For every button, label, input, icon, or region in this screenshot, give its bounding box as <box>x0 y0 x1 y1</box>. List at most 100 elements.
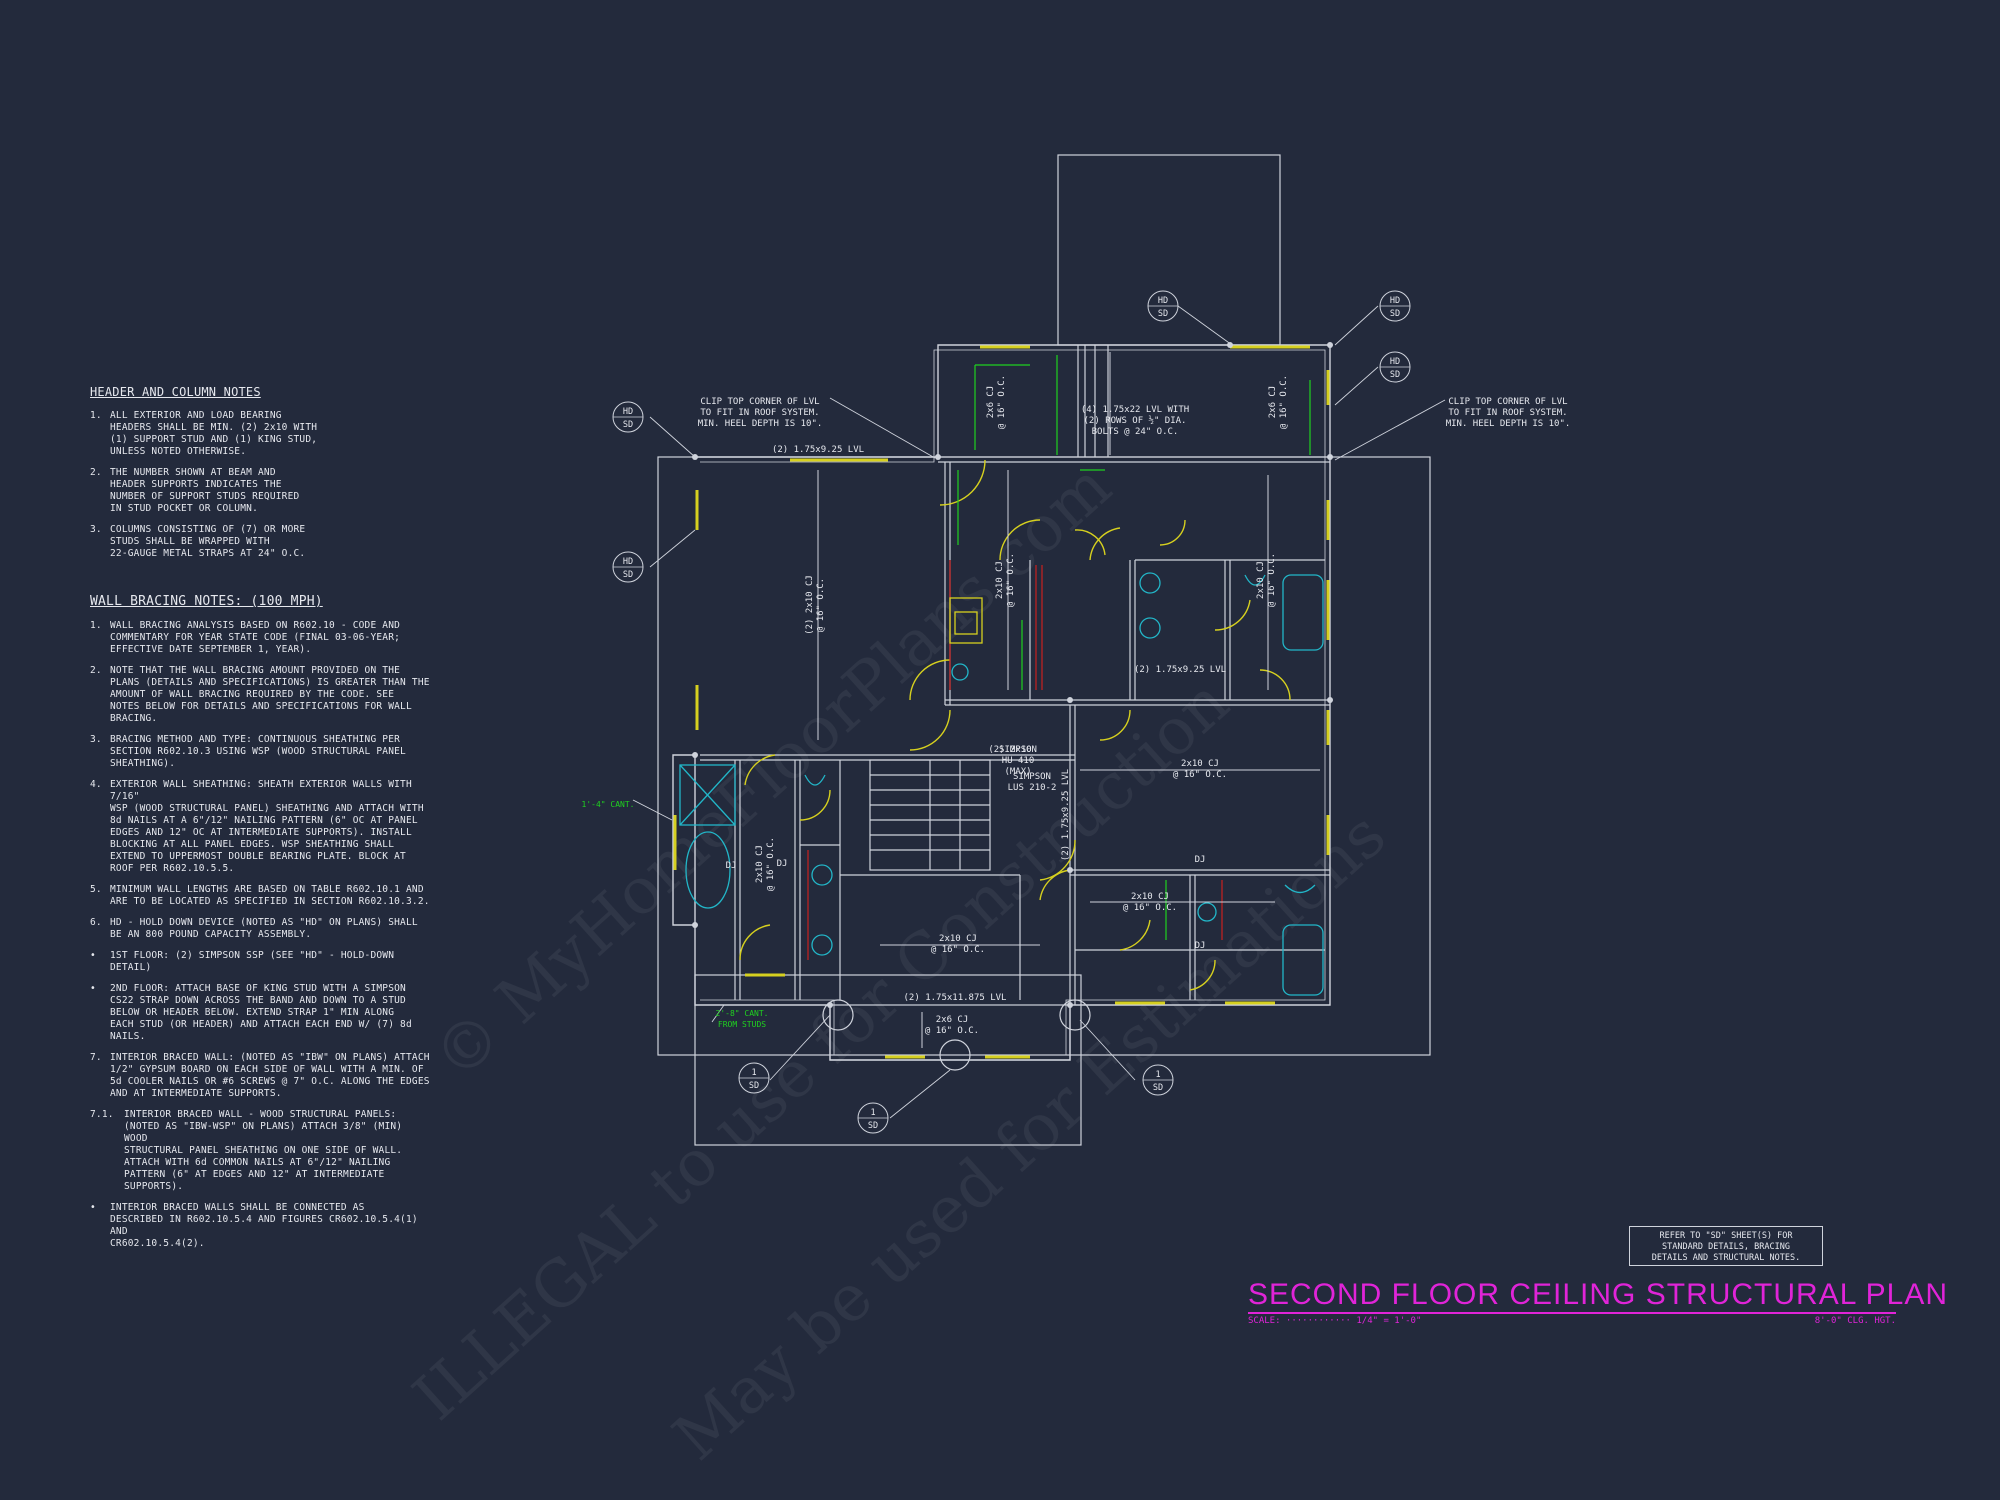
plan-label-cj-2x10-e: 2x10 CJ@ 16" O.C. <box>1173 759 1227 780</box>
header-note-item-text: COLUMNS CONSISTING OF (7) OR MORE STUDS … <box>110 524 306 559</box>
bracing-note-item-text: INTERIOR BRACED WALLS SHALL BE CONNECTED… <box>110 1202 418 1249</box>
tag-label: HD <box>1390 357 1400 367</box>
tag-label: 1 <box>870 1108 875 1118</box>
tag-label: SD <box>868 1121 878 1131</box>
plan-label-lvl-bottom: (2) 1.75x11.875 LVL <box>904 993 1007 1003</box>
tag-label: HD <box>623 407 633 417</box>
plan-label-cj-2x10-f: 2x10 CJ@ 16" O.C. <box>931 934 985 955</box>
plan-label-cj-2x10-c: 2x10 CJ@ 16" O.C. <box>995 553 1016 607</box>
tag-label: 1 <box>1155 1070 1160 1080</box>
tag-label: 1 <box>751 1068 756 1078</box>
bracing-note-item: • INTERIOR BRACED WALLS SHALL BE CONNECTE… <box>90 1202 430 1250</box>
bracing-note-item-number: 7. <box>90 1052 102 1063</box>
tag-label: HD <box>1390 296 1400 306</box>
plan-label-cj-2x10-g: 2x10 CJ@ 16" O.C. <box>1123 892 1177 913</box>
bracing-note-item-number: 6. <box>90 917 102 928</box>
wall-bracing-notes: WALL BRACING NOTES: (100 MPH) 1. WALL BRA… <box>90 594 430 1259</box>
ceiling-height: 8'-0" CLG. HGT. <box>1814 1316 1896 1326</box>
bracing-note-item: 3. BRACING METHOD AND TYPE: CONTINUOUS SH… <box>90 734 430 770</box>
bracing-note-item-number: 4. <box>90 779 102 790</box>
tag-label: SD <box>749 1081 759 1091</box>
header-note-item-text: ALL EXTERIOR AND LOAD BEARING HEADERS SH… <box>110 410 318 457</box>
sd-tag: 1SD <box>738 1062 770 1094</box>
plan-label-two-2x10: (2) 2x10 <box>988 745 1031 755</box>
header-column-notes: HEADER AND COLUMN NOTES 1. ALL EXTERIOR A… <box>90 386 430 569</box>
sheet-title: SECOND FLOOR CEILING STRUCTURAL PLAN <box>1248 1278 1947 1314</box>
header-note-item: 3. COLUMNS CONSISTING OF (7) OR MORE STUD… <box>90 524 430 560</box>
bracing-notes-title: WALL BRACING NOTES: (100 MPH) <box>90 594 323 609</box>
tag-label: SD <box>1390 309 1400 319</box>
bracing-note-item: 7. INTERIOR BRACED WALL: (NOTED AS "IBW" … <box>90 1052 430 1100</box>
bracing-note-item: 7.1. INTERIOR BRACED WALL - WOOD STRUCTUR… <box>90 1109 430 1193</box>
bracing-note-item-text: NOTE THAT THE WALL BRACING AMOUNT PROVID… <box>110 665 430 724</box>
bracing-note-item-number: • <box>90 983 96 994</box>
roof-outline-top <box>1057 154 1281 346</box>
bracing-note-item: 1. WALL BRACING ANALYSIS BASED ON R602.10… <box>90 620 430 656</box>
hd-tag: HD SD <box>612 401 644 433</box>
bracing-note-item-text: BRACING METHOD AND TYPE: CONTINUOUS SHEA… <box>110 734 406 769</box>
header-notes-title: HEADER AND COLUMN NOTES <box>90 385 261 399</box>
plan-label-cj-2x6-bottom: 2x6 CJ@ 16" O.C. <box>925 1015 979 1036</box>
header-note-item-number: 1. <box>90 410 102 421</box>
tag-label: SD <box>623 420 633 430</box>
header-note-item-number: 2. <box>90 467 102 478</box>
tag-label: SD <box>1153 1083 1163 1093</box>
plan-label-cj-2x10-left: (2) 2x10 CJ@ 16" O.C. <box>805 575 826 635</box>
bracing-note-item-text: WALL BRACING ANALYSIS BASED ON R602.10 -… <box>110 620 401 655</box>
bracing-note-item-number: 3. <box>90 734 102 745</box>
sd-tag: 1SD <box>857 1102 889 1134</box>
tag-label: HD <box>623 557 633 567</box>
bracing-note-item-text: EXTERIOR WALL SHEATHING: SHEATH EXTERIOR… <box>110 779 424 874</box>
plan-label-cj-2x6-a: 2x6 CJ@ 16" O.C. <box>986 375 1007 429</box>
plan-label-lvl-vertical: (2) 1.75x9.25 LVL <box>1061 769 1071 861</box>
bracing-note-item-text: INTERIOR BRACED WALL - WOOD STRUCTURAL P… <box>124 1109 403 1192</box>
header-note-item-text: THE NUMBER SHOWN AT BEAM AND HEADER SUPP… <box>110 467 300 514</box>
title-block: SECOND FLOOR CEILING STRUCTURAL PLAN SCA… <box>1248 1278 1947 1326</box>
roof-outline-bottom <box>694 974 1082 1146</box>
bracing-note-item-text: 1ST FLOOR: (2) SIMPSON SSP (SEE "HD" - H… <box>110 950 395 973</box>
plan-label-cj-2x10-d: 2x10 CJ@ 16" O.C. <box>1256 553 1277 607</box>
bracing-notes-list: 1. WALL BRACING ANALYSIS BASED ON R602.10… <box>90 620 430 1250</box>
plan-label-cant-1-4: 1'-4" CANT. <box>582 800 635 809</box>
tag-label: SD <box>623 570 633 580</box>
tag-label: SD <box>1158 309 1168 319</box>
header-note-item: 1. ALL EXTERIOR AND LOAD BEARING HEADERS … <box>90 410 430 458</box>
header-note-item: 2. THE NUMBER SHOWN AT BEAM AND HEADER SU… <box>90 467 430 515</box>
bracing-note-item-text: MINIMUM WALL LENGTHS ARE BASED ON TABLE … <box>110 884 430 907</box>
bracing-note-item: 2. NOTE THAT THE WALL BRACING AMOUNT PROV… <box>90 665 430 725</box>
plan-label-cj-2x10-h: 2x10 CJ@ 16" O.C. <box>755 837 776 891</box>
bracing-note-item-number: 5. <box>90 884 102 895</box>
bracing-note-item: • 1ST FLOOR: (2) SIMPSON SSP (SEE "HD" - … <box>90 950 430 974</box>
header-note-item-number: 3. <box>90 524 102 535</box>
hd-tag: HD SD <box>1379 290 1411 322</box>
bracing-note-item-text: 2ND FLOOR: ATTACH BASE OF KING STUD WITH… <box>110 983 412 1042</box>
plan-label-dj: DJ <box>1195 941 1206 951</box>
plan-label-lvl-center: (2) 1.75x9.25 LVL <box>1134 665 1226 675</box>
bracing-note-item: 6.HD - HOLD DOWN DEVICE (NOTED AS "HD" O… <box>90 917 430 941</box>
plan-label-cj-2x6-b: 2x6 CJ@ 16" O.C. <box>1268 375 1289 429</box>
header-notes-list: 1. ALL EXTERIOR AND LOAD BEARING HEADERS … <box>90 410 430 560</box>
hd-tag: HD SD <box>1379 351 1411 383</box>
sd-tag: 1SD <box>1142 1064 1174 1096</box>
hd-tag: HD SD <box>1147 290 1179 322</box>
bracing-note-item-number: 7.1. <box>90 1109 114 1120</box>
bracing-note-item: 4. EXTERIOR WALL SHEATHING: SHEATH EXTERI… <box>90 779 430 875</box>
bracing-note-item: 5. MINIMUM WALL LENGTHS ARE BASED ON TABL… <box>90 884 430 908</box>
sheet-scale: SCALE: ············ 1/4" = 1'-0" <box>1248 1316 1422 1326</box>
bracing-note-item-text: INTERIOR BRACED WALL: (NOTED AS "IBW" ON… <box>110 1052 430 1099</box>
tag-label: HD <box>1158 296 1168 306</box>
bracing-note-item-number: • <box>90 1202 96 1213</box>
bracing-note-item-number: • <box>90 950 96 961</box>
plan-label-cant-2-8: 2'-8" CANT.FROM STUDS <box>716 1009 769 1029</box>
hd-tag: HD SD <box>612 551 644 583</box>
tag-label: SD <box>1390 370 1400 380</box>
plan-label-dj: DJ <box>726 861 737 871</box>
plan-label-dj: DJ <box>1195 855 1206 865</box>
bracing-note-item-number: 1. <box>90 620 102 631</box>
bracing-note-item-number: 2. <box>90 665 102 676</box>
